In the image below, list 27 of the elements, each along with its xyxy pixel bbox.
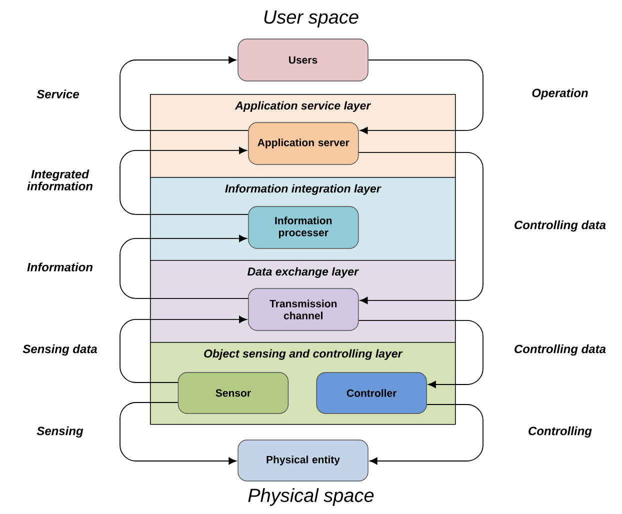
space-title: User space — [264, 10, 358, 28]
edge-label: Controlling data — [514, 220, 606, 232]
arrow — [360, 60, 484, 134]
edge-label: Controlling data — [514, 344, 606, 356]
process-box: Physical entity — [238, 440, 368, 482]
arrow — [358, 152, 484, 304]
process-box: Controller — [316, 372, 427, 414]
space-title: Physical space — [248, 488, 374, 506]
edge-label: Sensing — [36, 426, 84, 438]
arrow — [120, 234, 248, 299]
process-box: Information processer — [248, 206, 359, 249]
process-box: Sensor — [178, 372, 289, 414]
arrow — [120, 316, 247, 383]
edge-label: Operation — [532, 88, 588, 100]
edge-label: Information — [27, 262, 92, 272]
arrow — [369, 404, 484, 465]
edge-label: Service — [36, 90, 80, 98]
arrow — [120, 146, 248, 215]
process-box: Application server — [248, 122, 359, 165]
edge-label: Controlling — [528, 426, 592, 438]
edge-label: Sensing data — [22, 344, 97, 356]
arrow — [120, 402, 237, 465]
process-box: Users — [238, 38, 368, 82]
edge-label: Integrated information — [27, 170, 92, 190]
arrow — [120, 56, 248, 131]
arrow — [358, 320, 484, 388]
process-box: Transmission channel — [248, 288, 359, 331]
